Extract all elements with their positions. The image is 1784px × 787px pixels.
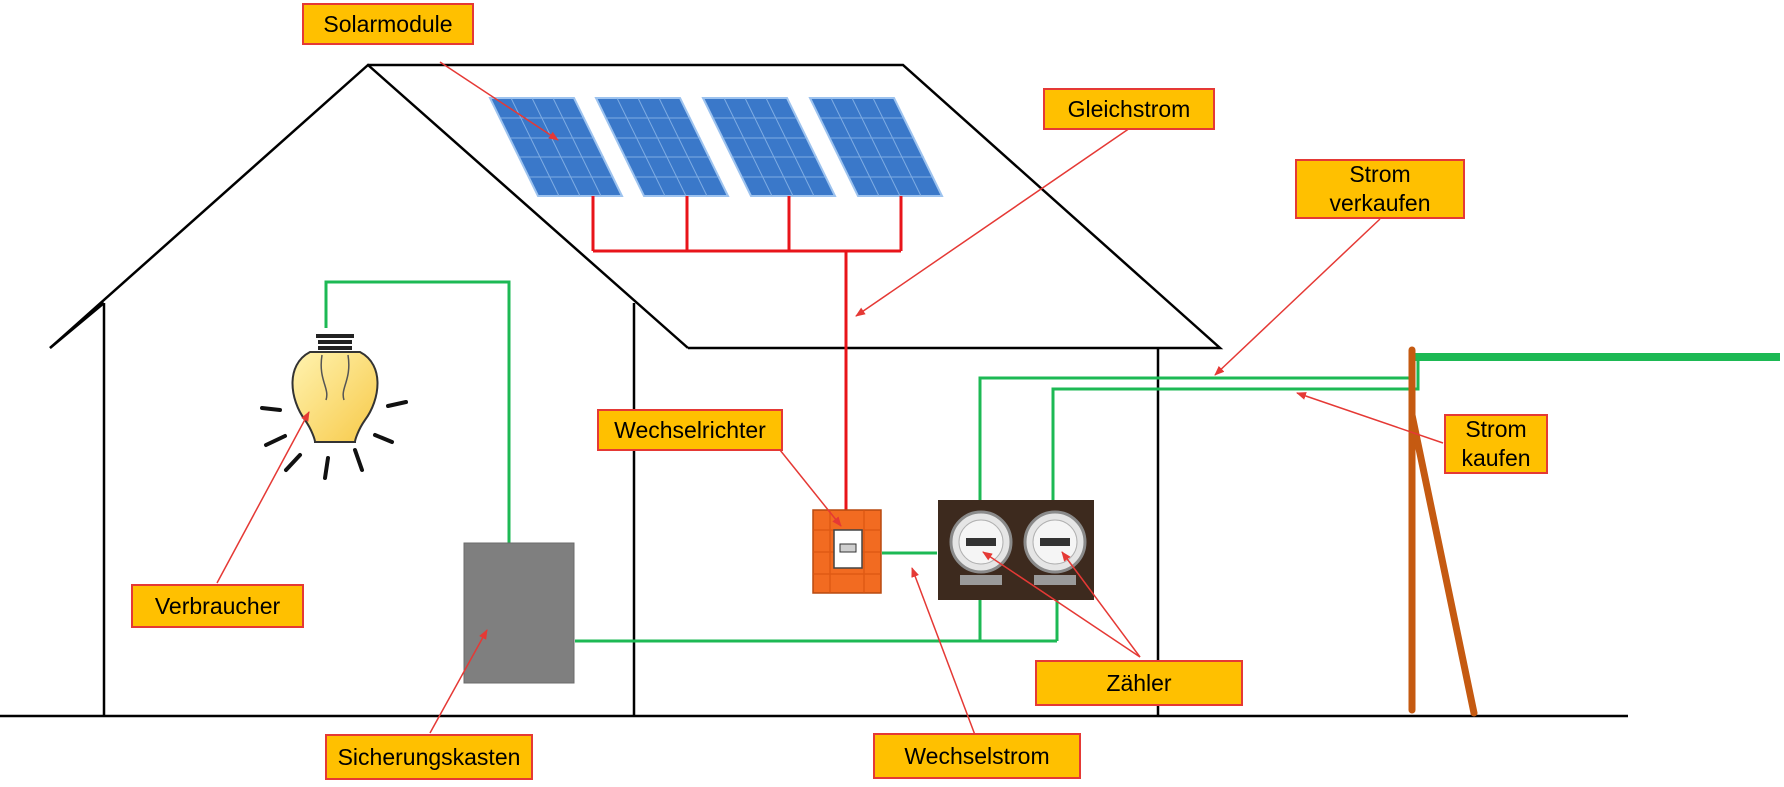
house-outline	[49, 63, 1224, 716]
utility-pole-icon	[1408, 346, 1478, 717]
label-wechselrichter: Wechselrichter	[597, 409, 783, 451]
label-strom-verkaufen-line2: verkaufen	[1329, 190, 1431, 216]
inverter-icon	[812, 509, 882, 594]
label-solarmodule: Solarmodule	[302, 3, 474, 45]
label-sicherungskasten: Sicherungskasten	[325, 734, 533, 780]
label-strom-kaufen-line1: Strom	[1465, 416, 1527, 443]
label-zaehler: Zähler	[1035, 660, 1243, 706]
label-strom-verkaufen-line1: Strom	[1349, 161, 1411, 188]
solar-panel-icon	[594, 97, 730, 197]
label-wechselstrom: Wechselstrom	[873, 733, 1081, 779]
solar-panel-icon	[488, 97, 624, 197]
label-verbraucher: Verbraucher	[131, 584, 304, 628]
label-strom-verkaufen: Strom verkaufen	[1295, 159, 1465, 219]
dc-wiring	[591, 196, 903, 515]
solar-panels	[488, 97, 944, 197]
solar-panel-icon	[701, 97, 837, 197]
label-strom-kaufen: Strom kaufen	[1444, 414, 1548, 474]
solar-panel-icon	[808, 97, 944, 197]
electricity-meter-icon	[938, 500, 1094, 600]
light-bulb-icon	[260, 334, 408, 480]
label-gleichstrom: Gleichstrom	[1043, 88, 1215, 130]
fuse-box-icon	[463, 542, 575, 684]
label-pointers	[216, 61, 1444, 736]
label-strom-kaufen-line2: kaufen	[1461, 445, 1531, 471]
